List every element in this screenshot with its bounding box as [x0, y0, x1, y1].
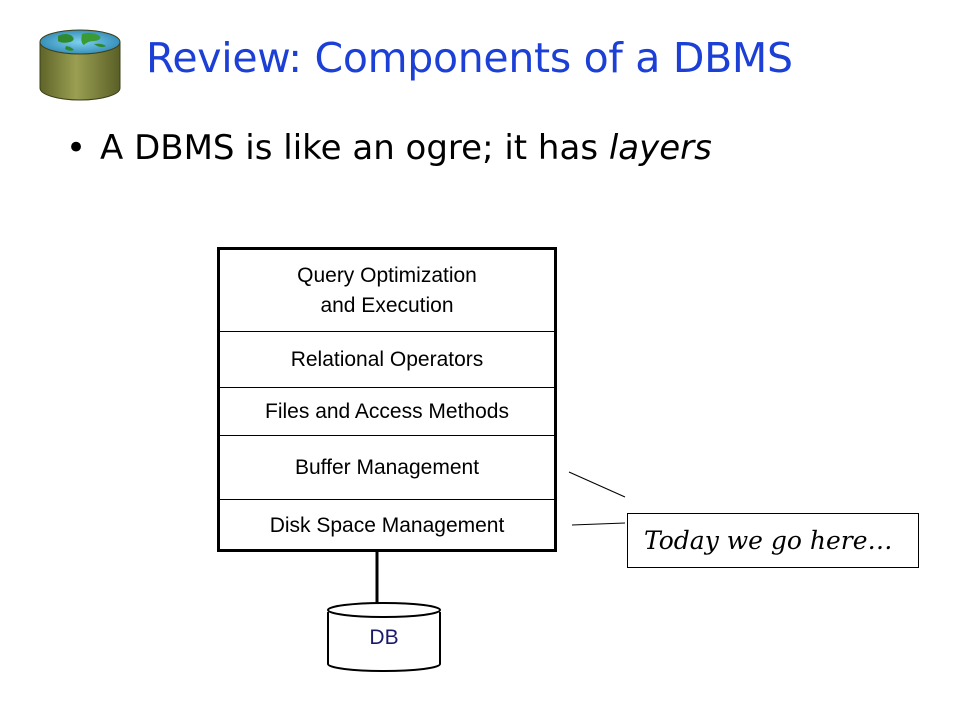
- layer-buffer-management: Buffer Management: [220, 436, 554, 500]
- callout-pointer-lower: [571, 522, 626, 526]
- slide-title: Review: Components of a DBMS: [146, 34, 793, 82]
- layer-label: Files and Access Methods: [265, 399, 509, 423]
- layer-label: Query Optimization and Execution: [297, 263, 477, 317]
- layer-relational-operators: Relational Operators: [220, 332, 554, 388]
- bullet-marker: •: [66, 128, 87, 168]
- layer-label: Buffer Management: [294, 455, 480, 479]
- dbms-layer-stack: Query Optimization and Execution Relatio…: [217, 247, 557, 552]
- bullet-item: • A DBMS is like an ogre; it has layers: [66, 128, 712, 168]
- layer-disk-space-management: Disk Space Management: [220, 500, 554, 552]
- layer-label: Relational Operators: [290, 347, 484, 371]
- database-label: DB: [369, 626, 399, 649]
- callout-pointer-upper: [568, 471, 626, 498]
- layer-files-access-methods: Files and Access Methods: [220, 388, 554, 436]
- layer-label: Disk Space Management: [269, 514, 505, 537]
- bullet-emphasis: layers: [608, 128, 712, 168]
- database-globe-icon: [39, 29, 121, 101]
- callout-text: Today we go here…: [644, 526, 893, 555]
- layer-query-optimization: Query Optimization and Execution: [220, 250, 554, 332]
- callout-box: Today we go here…: [627, 513, 919, 568]
- bullet-text: A DBMS is like an ogre; it has: [100, 128, 609, 168]
